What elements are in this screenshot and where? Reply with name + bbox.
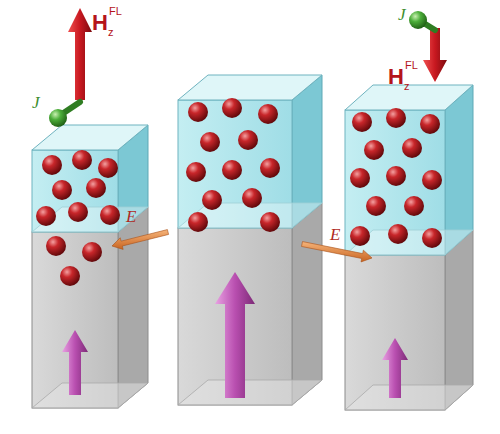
current-symbol: J [32, 94, 40, 111]
electron-sphere [422, 228, 442, 248]
electron-sphere [72, 150, 92, 170]
electron-spheres [36, 98, 442, 286]
electron-sphere [36, 206, 56, 226]
electron-sphere [420, 114, 440, 134]
electron-sphere [350, 226, 370, 246]
field-arrow [423, 28, 447, 82]
magnetization-arrow [62, 330, 88, 395]
layer-top [32, 125, 148, 150]
layer-front [345, 110, 445, 255]
electron-sphere [386, 166, 406, 186]
field-symbol: H [388, 66, 404, 88]
substrate-side [292, 203, 322, 405]
substrate-front [32, 232, 118, 408]
field-subscript: z [108, 27, 114, 38]
electron-sphere [200, 132, 220, 152]
substrate-front [178, 228, 292, 405]
electron-sphere [68, 202, 88, 222]
current-symbol: J [398, 6, 406, 23]
electron-sphere [188, 102, 208, 122]
electron-sphere [402, 138, 422, 158]
interface [32, 207, 148, 232]
electron-sphere [422, 170, 442, 190]
field-arrow [68, 8, 92, 100]
blocks [32, 75, 473, 410]
electron-sphere [260, 158, 280, 178]
substrate-bottom [178, 380, 322, 405]
electron-sphere [350, 168, 370, 188]
electron-sphere [202, 190, 222, 210]
electron-sphere [46, 236, 66, 256]
electron-sphere [258, 104, 278, 124]
current-sphere [49, 109, 67, 127]
electron-sphere [404, 196, 424, 216]
electron-sphere [364, 140, 384, 160]
electron-sphere [186, 162, 206, 182]
layer-top [178, 75, 322, 100]
electron-sphere [260, 212, 280, 232]
electron-sphere [52, 180, 72, 200]
electric-field-arrow [112, 230, 169, 250]
layer-side [445, 85, 473, 255]
electron-sphere [98, 158, 118, 178]
field-subscript: z [404, 81, 410, 92]
electron-sphere [188, 212, 208, 232]
arrows [49, 8, 447, 398]
substrate-bottom [32, 383, 148, 408]
electron-sphere [82, 242, 102, 262]
electron-sphere [388, 224, 408, 244]
substrate-side [445, 230, 473, 410]
substrate-bottom [345, 385, 473, 410]
electron-sphere [352, 112, 372, 132]
magnetization-arrow [382, 338, 408, 398]
electron-sphere [222, 98, 242, 118]
field-superscript: FL [405, 60, 418, 71]
efield-symbol: E [330, 226, 340, 243]
electron-sphere [86, 178, 106, 198]
electron-sphere [366, 196, 386, 216]
magnetization-arrow [215, 272, 255, 398]
current-sphere [409, 11, 427, 29]
electron-sphere [386, 108, 406, 128]
electron-sphere [42, 155, 62, 175]
electron-sphere [222, 160, 242, 180]
efield-symbol: E [126, 208, 136, 225]
field-superscript: FL [109, 6, 122, 17]
electron-sphere [60, 266, 80, 286]
electron-sphere [242, 188, 262, 208]
electron-sphere [100, 205, 120, 225]
electron-sphere [238, 130, 258, 150]
field-symbol: H [92, 12, 108, 34]
electric-field-arrow [302, 242, 372, 262]
